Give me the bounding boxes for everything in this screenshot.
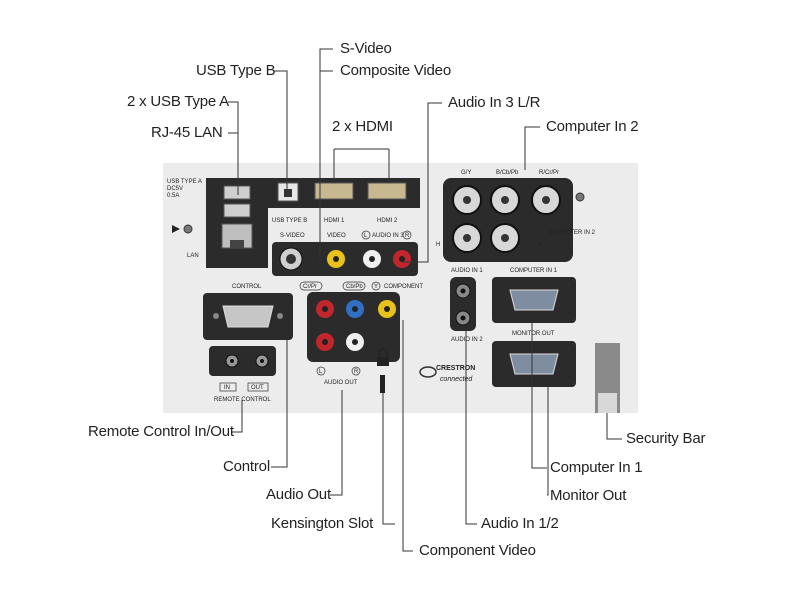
- callout-computer-in-2: Computer In 2: [546, 118, 639, 135]
- lock-icon: [378, 348, 388, 357]
- hdmi1-text: HDMI 1: [324, 218, 345, 224]
- usb-a-text: USB TYPE A: [167, 179, 202, 185]
- svideo-text: S-VIDEO: [280, 233, 305, 239]
- usb-type-a-port-2: [223, 203, 251, 218]
- audio-out-l-text: L: [319, 369, 323, 375]
- audio-in3-text: AUDIO IN 3: [372, 233, 404, 239]
- callout-component-video: Component Video: [419, 542, 536, 559]
- leader-lines: [228, 48, 622, 552]
- hdmi2-text: HDMI 2: [377, 218, 398, 224]
- audio-in1-text: AUDIO IN 1: [451, 268, 483, 274]
- v-text: V: [538, 242, 542, 248]
- grounding-screw-icon: [183, 224, 193, 234]
- connected-text: connected: [440, 376, 473, 383]
- callout-audio-in-3: Audio In 3 L/R: [448, 94, 541, 111]
- grounding-screw-icon: [575, 192, 585, 202]
- remote-in-text: IN: [224, 385, 230, 391]
- monitor-out-vga-port: [509, 353, 559, 375]
- audio-out-text: AUDIO OUT: [324, 380, 358, 386]
- hdmi-port-2: [367, 182, 407, 200]
- component-text: COMPONENT: [384, 284, 423, 290]
- kensington-slot: [380, 375, 385, 393]
- callout-rj45-lan: RJ-45 LAN: [151, 124, 223, 141]
- control-serial-port: [222, 305, 274, 328]
- callout-kensington-slot: Kensington Slot: [271, 515, 374, 532]
- usb-type-a-port-1: [223, 185, 251, 200]
- callout-control: Control: [223, 458, 270, 475]
- usb-b-hdmi-block: [268, 178, 420, 208]
- rcrpr-text: R/Cr/Pr: [539, 170, 559, 176]
- audio-in2-text: AUDIO IN 2: [451, 337, 483, 343]
- crpr-text: Cr/Pr: [303, 284, 317, 290]
- callout-usb-type-b: USB Type B: [196, 62, 276, 79]
- callout-remote-control: Remote Control In/Out: [88, 423, 234, 440]
- callout-audio-in-1-2: Audio In 1/2: [481, 515, 559, 532]
- callout-2-usb-type-a: 2 x USB Type A: [127, 93, 229, 110]
- monitor-out-text: MONITOR OUT: [512, 331, 555, 337]
- usb-b-text: USB TYPE B: [272, 218, 307, 224]
- crestron-logo: [419, 366, 437, 378]
- control-text: CONTROL: [232, 284, 262, 290]
- y-text: Y: [374, 284, 378, 290]
- lan-text: LAN: [187, 253, 199, 259]
- computer-in-1-vga-port: [509, 289, 559, 311]
- callout-composite-video: Composite Video: [340, 62, 451, 79]
- remote-control-text: REMOTE CONTROL: [214, 397, 271, 403]
- usb-lan-block: [206, 178, 268, 268]
- computer-in1-text: COMPUTER IN 1: [510, 268, 558, 274]
- crestron-text: CRESTRON: [436, 365, 475, 372]
- computer-in2-text: COMPUTER IN 2: [548, 230, 596, 236]
- bcbpb-text: B/Cb/Pb: [496, 170, 519, 176]
- hdmi-port-1: [314, 182, 354, 200]
- remote-control-block: [209, 346, 276, 376]
- video-text: VIDEO: [327, 233, 346, 239]
- callout-2-hdmi: 2 x HDMI: [332, 118, 393, 135]
- remote-out-text: OUT: [251, 385, 264, 391]
- callout-computer-in-1: Computer In 1: [550, 459, 643, 476]
- callout-audio-out: Audio Out: [266, 486, 331, 503]
- usb-a-power1-text: DC5V: [167, 186, 183, 192]
- gy-text: G/Y: [461, 170, 471, 176]
- audio-in3-l-text: L: [364, 233, 368, 239]
- callout-monitor-out: Monitor Out: [550, 487, 627, 504]
- play-arrow-icon: [172, 225, 180, 233]
- audio-in3-r-text: R: [405, 233, 410, 239]
- callout-s-video: S-Video: [340, 40, 392, 57]
- h-text: H: [436, 242, 440, 248]
- callout-security-bar: Security Bar: [626, 430, 706, 447]
- audio-out-r-text: R: [354, 369, 359, 375]
- cbpb-text: Cb/Pb: [346, 284, 363, 290]
- usb-a-power2-text: 0.5A: [167, 193, 179, 199]
